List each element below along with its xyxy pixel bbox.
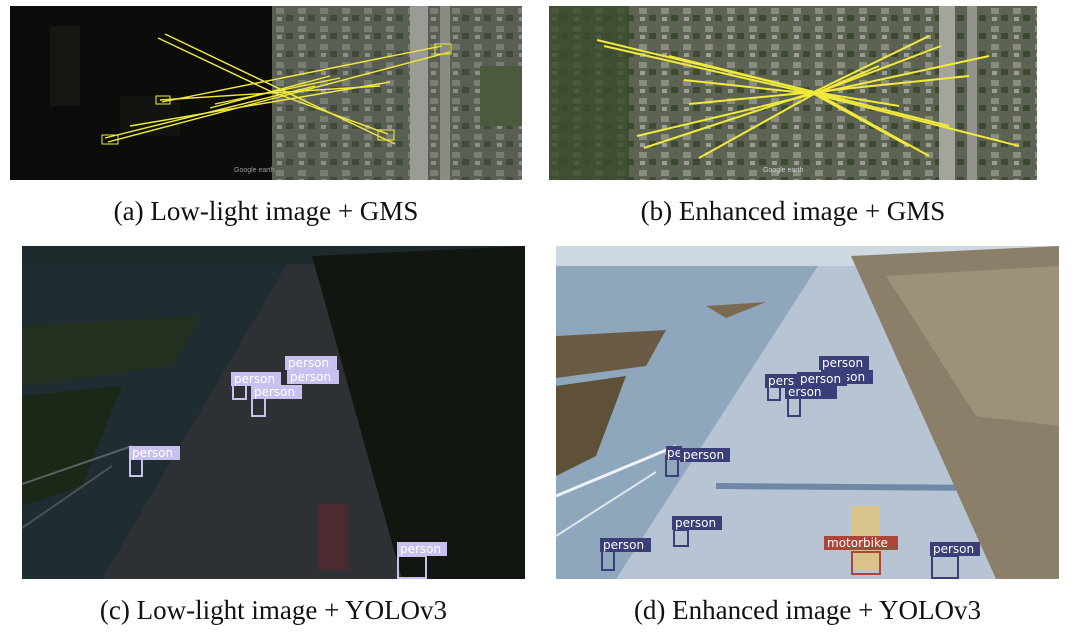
gms-match-lines [596,35,1020,159]
gms-keypoint-boxes [101,43,452,145]
detection-label: person [683,448,724,462]
caption-b: (b) Enhanced image + GMS [640,196,946,226]
detection-label: pe [667,446,682,460]
walkway-area [102,264,412,579]
detection-label: person [800,372,841,386]
detection-label: person [822,356,863,370]
yolo-enhanced-figure: person person pers person erson pe perso… [556,246,1059,579]
detection-label: motorbike [827,536,888,550]
panel-a-image: Google earth [10,6,522,180]
gms-lowlight-figure: Google earth [10,6,522,180]
detection-label: person [132,446,173,460]
watermark-text: Google earth [763,167,804,174]
detection-label: person [290,370,331,384]
trees-area [312,246,525,579]
panel-b-image: Google earth [549,6,1037,180]
panel-c-image: person person person person person perso… [22,246,525,579]
dark-half [10,6,272,180]
panel-d-image: person person pers person erson pe perso… [556,246,1059,579]
detection-label: person [400,542,441,556]
caption-a: (a) Low-light image + GMS [113,196,419,226]
detection-label: person [254,385,295,399]
detection-label: erson [788,385,822,399]
detection-label: pers [768,374,794,388]
yolo-lowlight-figure: person person person person person perso… [22,246,525,579]
watermark-text: Google earth [234,167,275,174]
detection-label: person [933,542,974,556]
detection-label: person [234,372,275,386]
walkway-area [616,266,996,579]
gms-match-lines [104,33,451,145]
detection-label: person [675,516,716,530]
gms-enhanced-figure: Google earth [549,6,1037,180]
detection-labels: person person person person person perso… [129,356,447,556]
caption-c: (c) Low-light image + YOLOv3 [99,595,448,625]
detection-label: person [288,356,329,370]
caption-d: (d) Enhanced image + YOLOv3 [633,595,982,625]
detection-label: person [603,538,644,552]
detection-labels: person person pers person erson pe perso… [600,356,980,556]
enhanced-background [549,6,1037,180]
